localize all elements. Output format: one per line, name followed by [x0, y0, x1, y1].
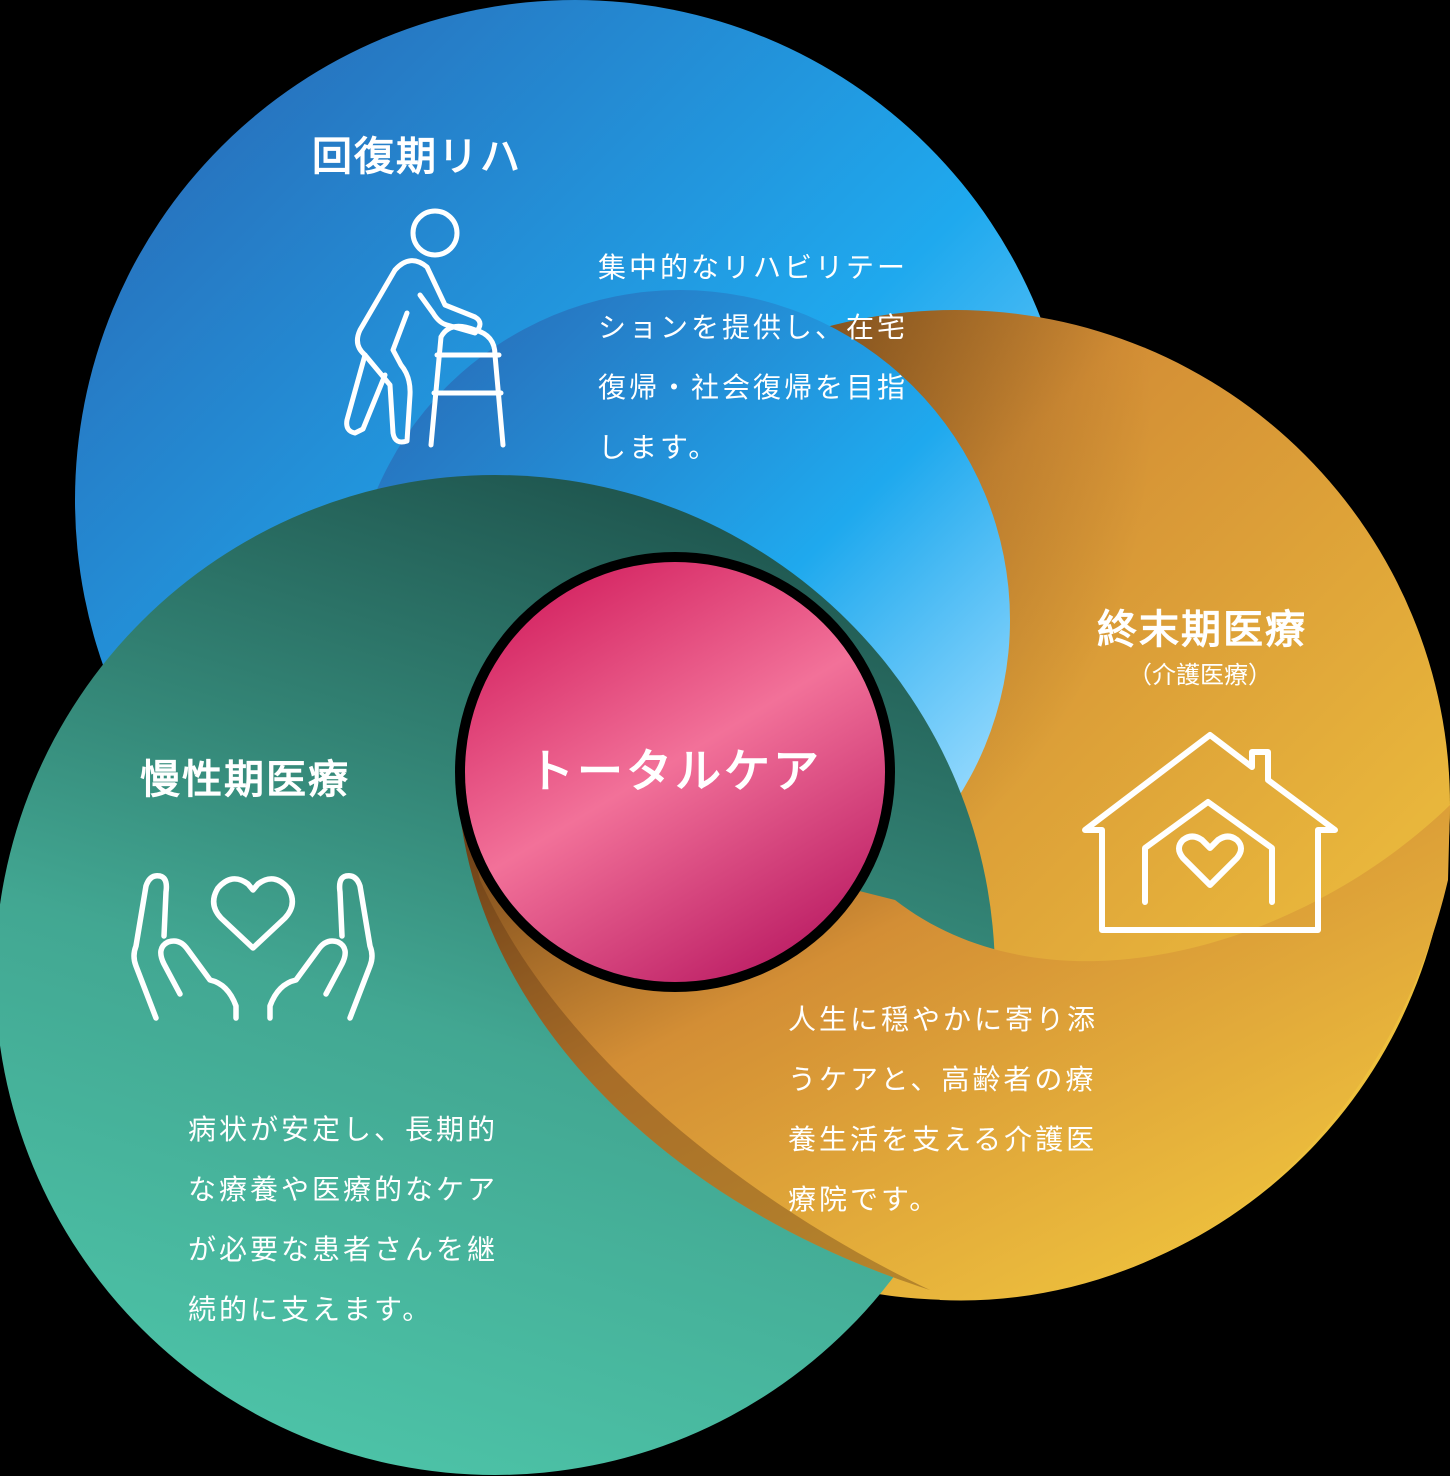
terminal-subtitle: （介護医療）: [1128, 661, 1272, 689]
chronic-description-line: が必要な患者さんを継: [188, 1233, 499, 1266]
terminal-description: 人生に穏やかに寄り添 うケアと、高齢者の療 養生活を支える介護医 療院です。: [788, 990, 1098, 1230]
center-label: トータルケア: [528, 744, 822, 798]
chronic-description-line: な療養や医療的なケア: [188, 1173, 499, 1206]
recovery-description-line: ションを提供し、在宅: [598, 311, 909, 344]
hands-heart-icon: [131, 872, 375, 1021]
terminal-description-line: 人生に穏やかに寄り添: [788, 1003, 1099, 1036]
recovery-description-line: 集中的なリハビリテー: [598, 251, 909, 284]
chronic-description: 病状が安定し、長期的 な療養や医療的なケア が必要な患者さんを継 続的に支えます…: [188, 1100, 498, 1340]
chronic-title: 慢性期医療: [140, 757, 350, 803]
terminal-description-line: うケアと、高齢者の療: [788, 1063, 1097, 1096]
terminal-title: 終末期医療: [1097, 607, 1307, 653]
center-circle: [465, 562, 885, 982]
terminal-description-line: 養生活を支える介護医: [788, 1123, 1098, 1156]
recovery-description: 集中的なリハビリテー ションを提供し、在宅 復帰・社会復帰を目指 します。: [598, 238, 908, 478]
chronic-description-line: 病状が安定し、長期的: [188, 1113, 499, 1146]
recovery-description-line: します。: [598, 431, 720, 464]
recovery-title: 回復期リハ: [312, 134, 522, 180]
house-heart-icon: [1082, 732, 1338, 933]
chronic-description-line: 続的に支えます。: [188, 1293, 434, 1326]
recovery-description-line: 復帰・社会復帰を目指: [598, 371, 909, 404]
walker-person-icon: [344, 208, 506, 448]
terminal-description-line: 療院です。: [788, 1183, 941, 1216]
